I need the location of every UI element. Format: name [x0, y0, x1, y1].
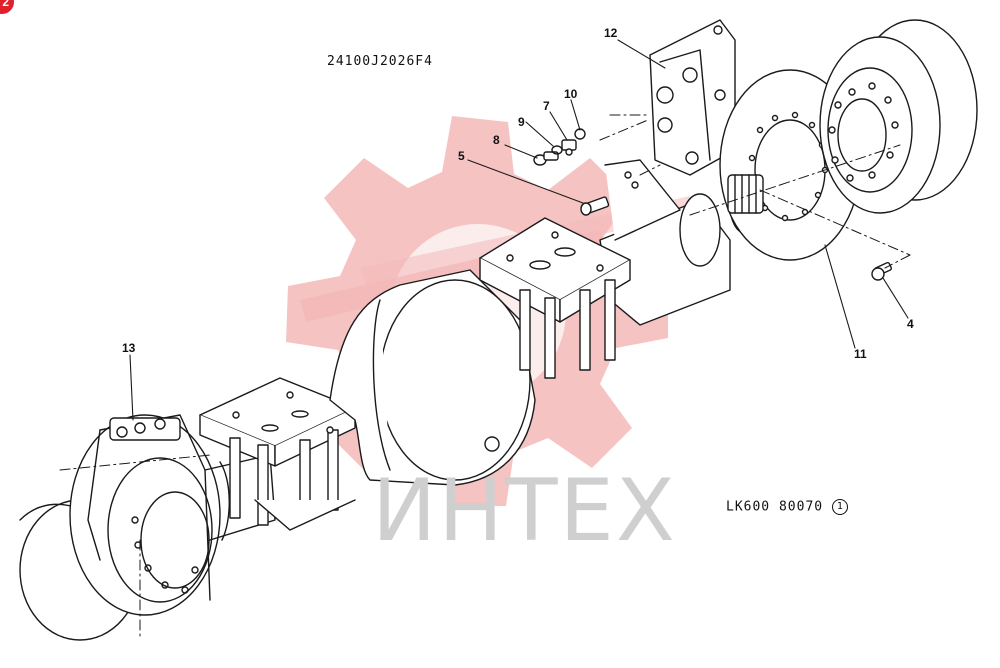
right-hub [819, 19, 978, 214]
callout-9: 9 [518, 115, 525, 129]
bolt-4 [871, 261, 892, 281]
drawing-code-top: 24100J2026F4 [327, 54, 433, 69]
callout-4: 4 [907, 317, 914, 331]
drawing-code-bottom: LK600 80070 1 [726, 499, 848, 515]
watermark-text: ИНТЕХ [372, 461, 677, 561]
left-mounting-pad [199, 377, 356, 531]
revision-circle: 1 [831, 499, 848, 515]
callout-10: 10 [564, 87, 578, 101]
callout-11: 11 [854, 347, 867, 361]
right-mounting-pad [479, 217, 631, 379]
callout-7: 7 [543, 99, 550, 113]
callout-5: 5 [458, 149, 465, 163]
fitting-7 [561, 139, 577, 156]
left-hub-assembly [19, 414, 221, 641]
callout-13: 13 [122, 341, 136, 355]
differential-housing [329, 269, 536, 486]
bolt-5 [580, 196, 610, 216]
callout-8: 8 [493, 133, 500, 147]
callout-12: 12 [604, 26, 618, 40]
